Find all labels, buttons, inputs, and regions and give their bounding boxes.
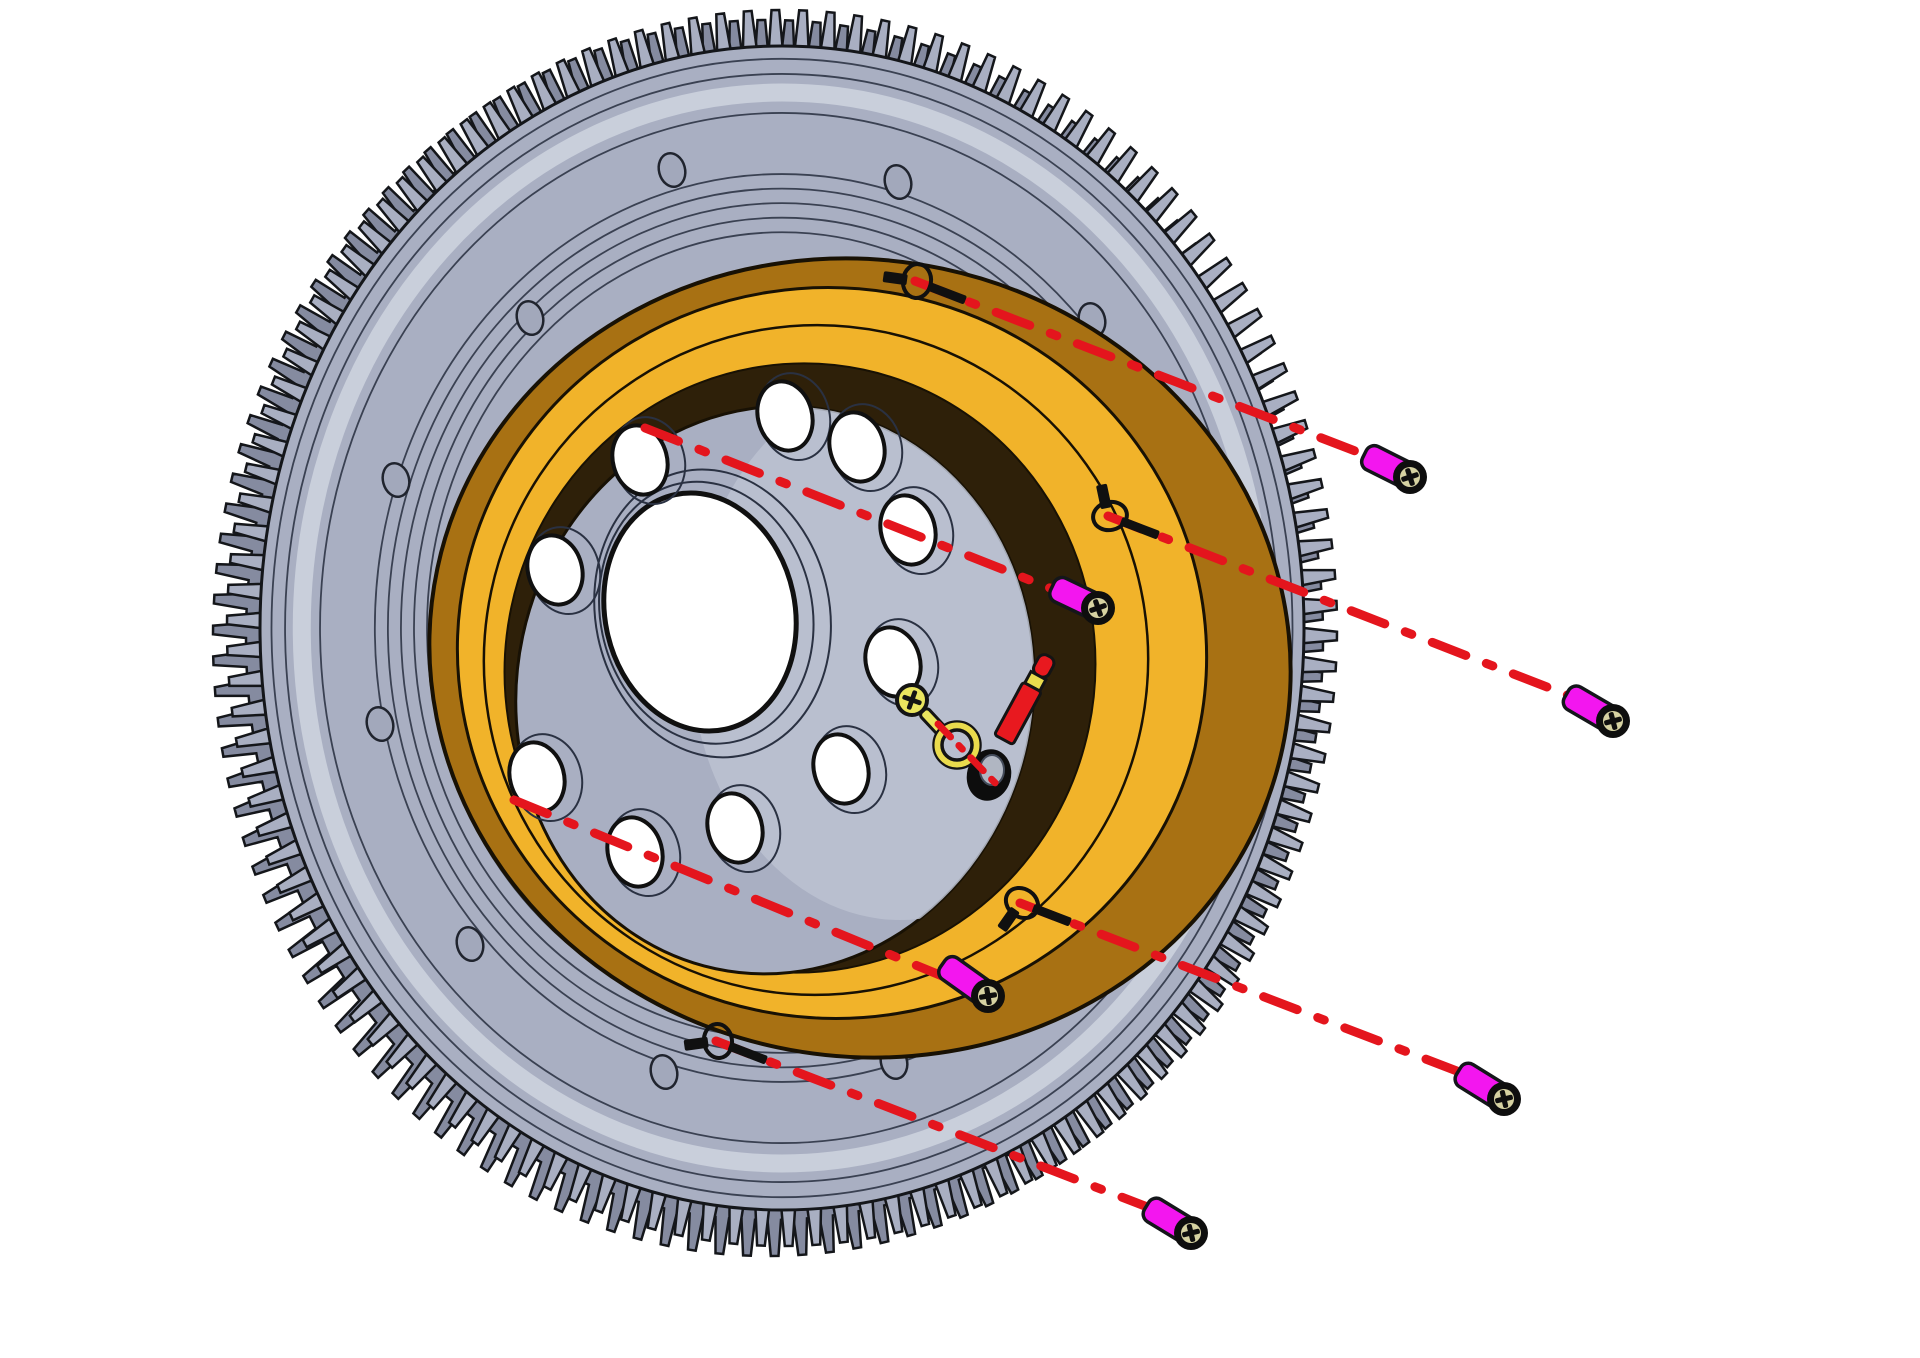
leader-line: [509, 795, 991, 999]
face-groove: [270, 57, 1294, 1199]
mounting-screw: [1453, 1061, 1521, 1116]
leader-line: [711, 1036, 1155, 1213]
mounting-screws: [1141, 443, 1630, 1250]
phillips-cross-icon: [1604, 716, 1622, 726]
inserted-screws: [936, 575, 1115, 1013]
detail-red-screw: [993, 653, 1056, 746]
detail-axis-line: [934, 720, 1006, 794]
crank-center-hole-counterbore: [593, 468, 832, 759]
phillips-cross-icon: [906, 690, 918, 710]
leader-line: [1015, 898, 1467, 1078]
screw-slot-mark: [882, 262, 967, 304]
leader-line: [910, 276, 1373, 461]
detail-washer-ring: [934, 722, 980, 768]
crank-bolt-hole: [827, 410, 887, 484]
crank-bolt-hole: [811, 732, 871, 806]
slot-axis-bar: [1120, 517, 1160, 539]
rim-hole: [365, 705, 395, 743]
rim-hole: [381, 461, 411, 499]
rim-hole: [883, 163, 913, 201]
mounting-screw: [1359, 443, 1427, 494]
leader-line: [640, 423, 1098, 610]
screw-slot-marks: [683, 262, 1160, 1064]
phillips-cross-icon: [978, 992, 998, 1000]
crank-bolt-hole: [610, 423, 670, 497]
mounting-screw: [1141, 1196, 1208, 1250]
rim-hole: [515, 299, 545, 337]
screw-slot-mark: [997, 885, 1072, 932]
phillips-cross-icon: [1495, 1094, 1513, 1104]
rim-hole: [657, 151, 687, 189]
crank-bolt-hole: [605, 815, 665, 889]
slot-hole-outline: [701, 1022, 735, 1060]
detail-washer-inner: [940, 728, 974, 762]
crank-bolt-hole: [525, 533, 585, 607]
detail-washer: [932, 720, 982, 770]
inserted-screw: [1048, 575, 1115, 625]
screw-slot-mark: [683, 1022, 768, 1064]
inserted-screw: [936, 954, 1005, 1013]
crank-bolt-hole: [705, 791, 765, 865]
rim-hole: [649, 1053, 679, 1091]
leader-lines: [509, 276, 1575, 1213]
screw-detail-callout: [895, 653, 1056, 801]
crank-bolt-hole: [755, 379, 815, 453]
screw-slot-mark: [1091, 483, 1160, 539]
phillips-cross-icon: [1401, 472, 1419, 482]
phillips-cross-icon: [1089, 603, 1107, 613]
slot-hole-outline: [1091, 499, 1129, 533]
slot-axis-bar: [728, 1042, 768, 1064]
red-screw-body: [993, 681, 1042, 746]
slot-axis-bar: [927, 282, 967, 304]
adapter-ring-band-line: [482, 323, 1150, 997]
rim-hole: [455, 925, 485, 963]
slot-axis-bar: [1032, 904, 1072, 926]
leader-line: [1103, 511, 1575, 701]
crank-center-hole-counterbore: [598, 480, 815, 745]
phillips-cross-icon: [1182, 1228, 1200, 1238]
mounting-screw: [1561, 684, 1630, 738]
